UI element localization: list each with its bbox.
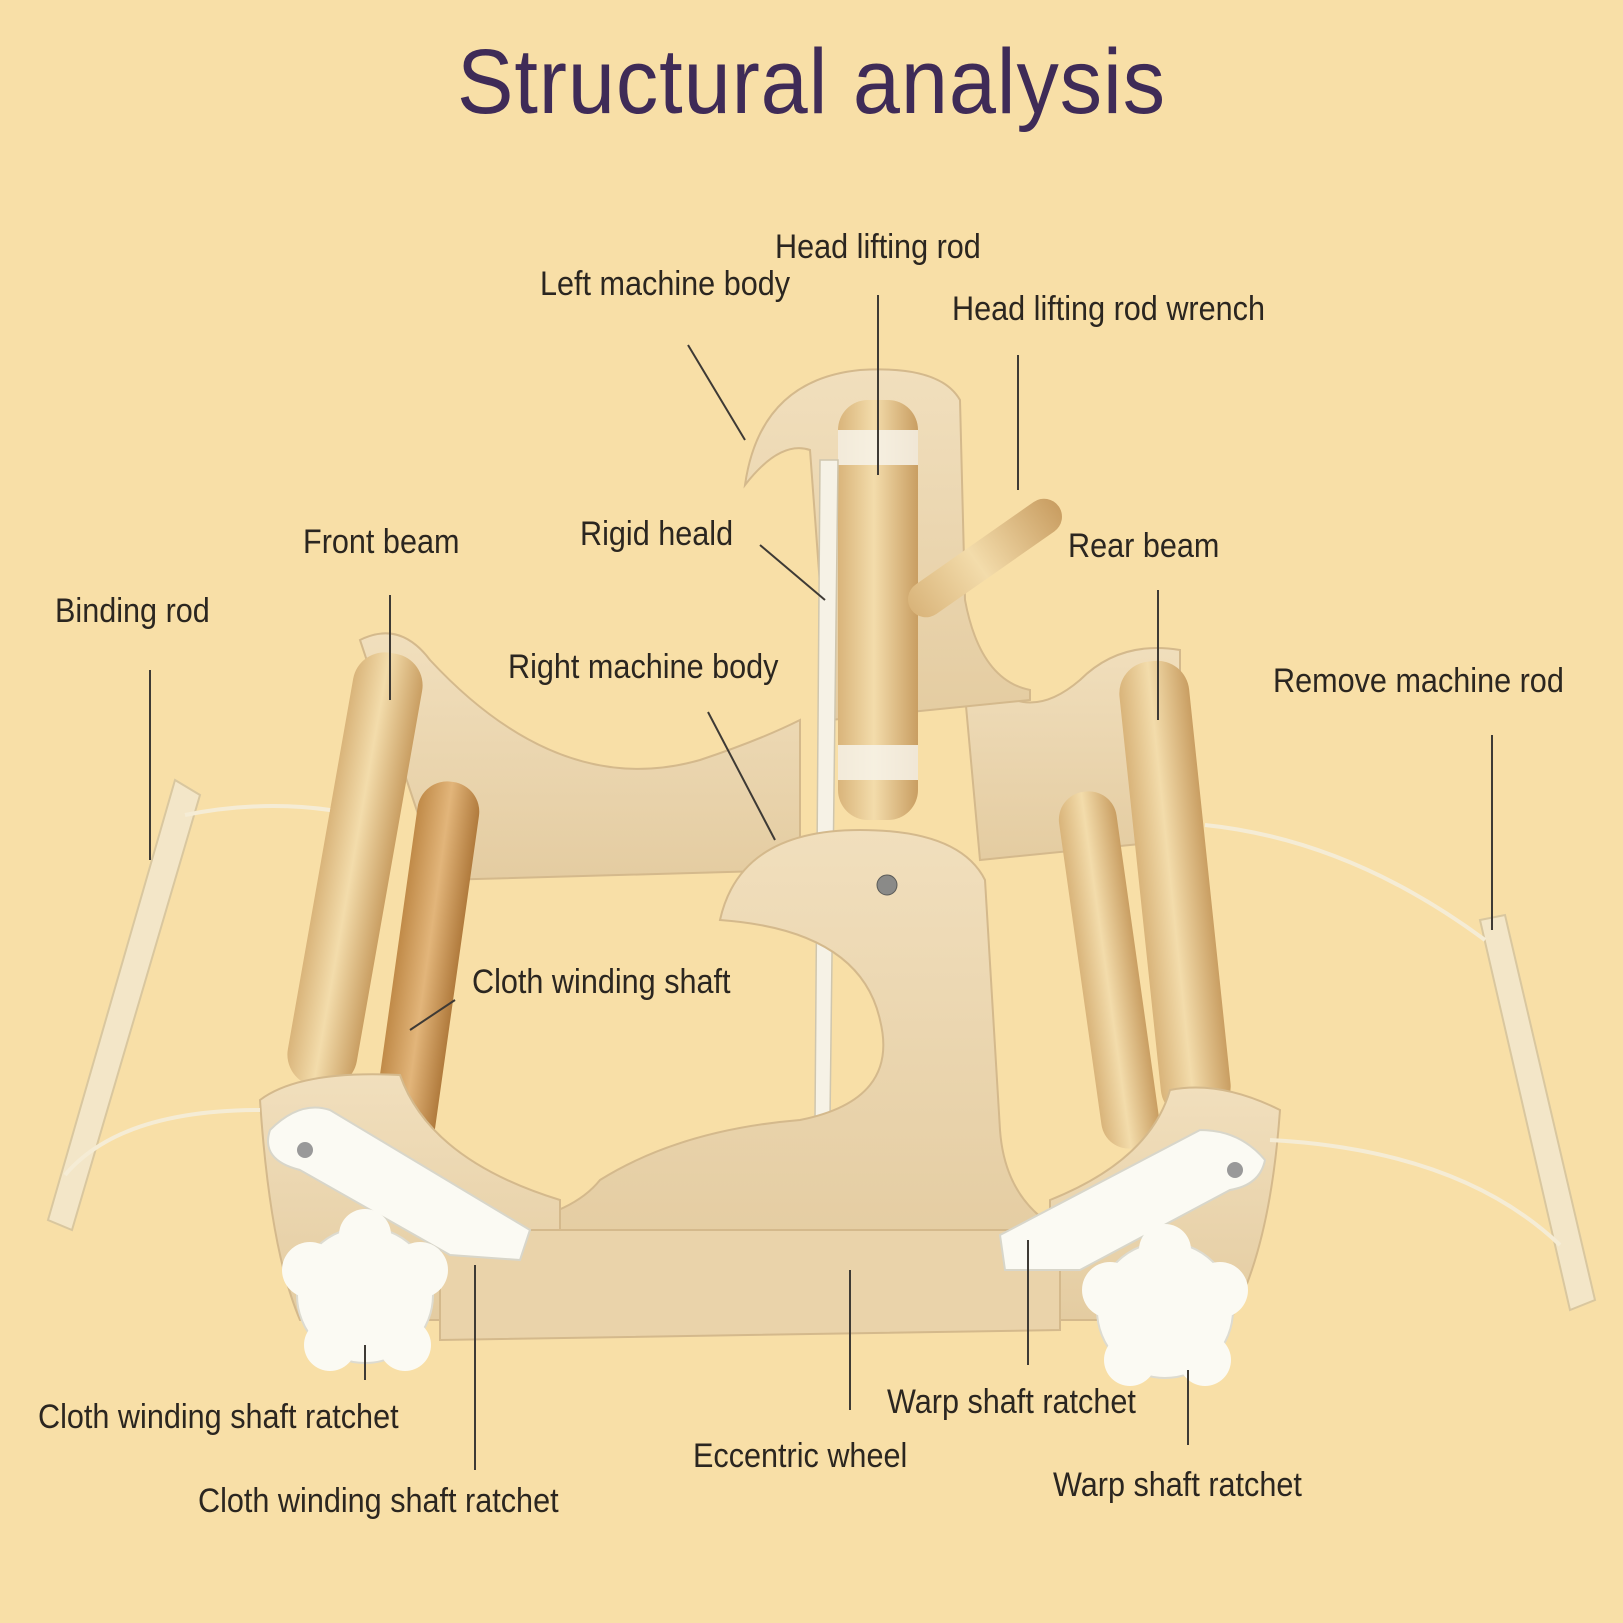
left-ratchet-knob xyxy=(282,1209,448,1371)
label-front-beam: Front beam xyxy=(303,523,460,561)
leader-lines xyxy=(149,295,1493,1470)
head-lifting-rod-shape xyxy=(838,400,918,820)
front-beam-shape xyxy=(287,652,423,1088)
label-remove-machine-rod: Remove machine rod xyxy=(1273,662,1564,700)
label-eccentric-wheel: Eccentric wheel xyxy=(693,1437,908,1475)
binding-rod-shape xyxy=(46,778,202,1232)
page-title: Structural analysis xyxy=(456,31,1166,133)
label-binding-rod: Binding rod xyxy=(55,592,210,630)
label-left-machine-body: Left machine body xyxy=(540,265,791,303)
right-ratchet-knob xyxy=(1082,1224,1248,1386)
label-cloth-winding-shaft-ratchet-2: Cloth winding shaft ratchet xyxy=(198,1482,559,1520)
label-rear-beam: Rear beam xyxy=(1068,527,1220,565)
label-head-lifting-rod: Head lifting rod xyxy=(775,228,981,266)
warp-shaft-shape xyxy=(1058,791,1160,1149)
cloth-winding-shaft-shape xyxy=(372,781,480,1159)
label-head-lifting-rod-wrench: Head lifting rod wrench xyxy=(952,290,1265,328)
rear-beam-shape xyxy=(1119,660,1231,1120)
label-cloth-winding-shaft: Cloth winding shaft xyxy=(472,963,731,1001)
wrench-shape xyxy=(908,498,1062,618)
right-ratchet-pawl xyxy=(998,1128,1267,1271)
label-warp-shaft-ratchet-2: Warp shaft ratchet xyxy=(1053,1466,1302,1504)
label-right-machine-body: Right machine body xyxy=(508,648,779,686)
label-warp-shaft-ratchet: Warp shaft ratchet xyxy=(887,1383,1136,1421)
left-ratchet-pawl xyxy=(267,1106,532,1262)
label-rigid-heald: Rigid heald xyxy=(580,515,734,553)
label-cloth-winding-shaft-ratchet: Cloth winding shaft ratchet xyxy=(38,1398,399,1436)
remove-machine-rod-shape xyxy=(1478,913,1597,1312)
